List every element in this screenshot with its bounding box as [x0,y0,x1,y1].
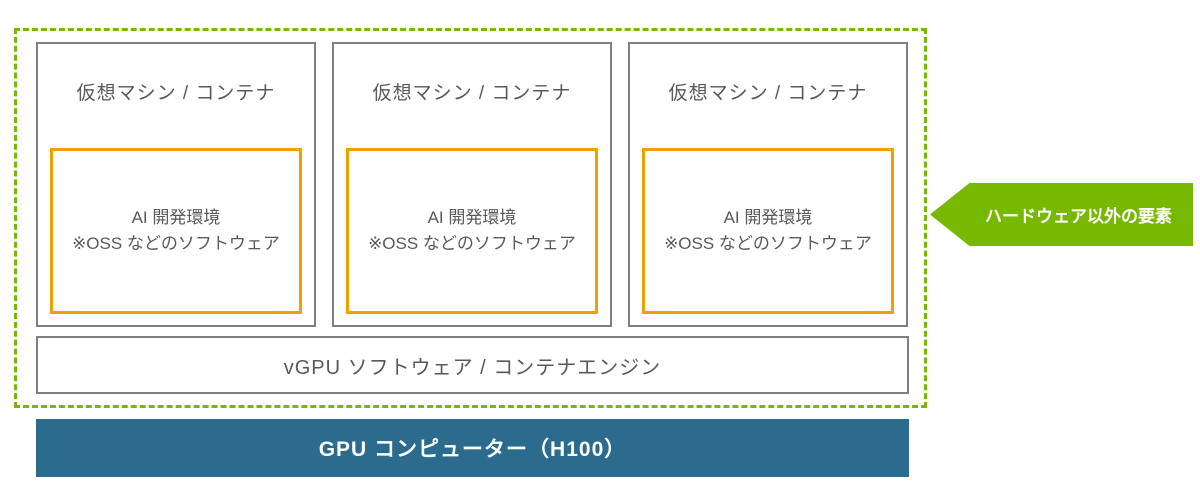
ai-dev-env-title: AI 開発環境 [427,208,517,227]
ai-dev-env-box-2: AI 開発環境 ※OSS などのソフトウェア [346,148,598,314]
vm-container-label: 仮想マシン / コンテナ [76,83,276,104]
ai-dev-env-box-3: AI 開発環境 ※OSS などのソフトウェア [642,148,894,314]
non-hardware-group-frame [14,28,927,408]
non-hardware-callout-arrow: ハードウェア以外の要素 [930,183,1193,246]
vm-container-label: 仮想マシン / コンテナ [668,83,868,104]
vgpu-layer-box: vGPU ソフトウェア / コンテナエンジン [36,336,909,394]
ai-dev-env-note: ※OSS などのソフトウェア [664,234,872,253]
gpu-computer-bar: GPU コンピューター（H100） [36,419,909,477]
vgpu-layer-label: vGPU ソフトウェア / コンテナエンジン [283,356,662,379]
gpu-computer-label: GPU コンピューター（H100） [318,438,627,461]
vm-container-box-3: 仮想マシン / コンテナ AI 開発環境 ※OSS などのソフトウェア [628,42,908,327]
ai-dev-env-note: ※OSS などのソフトウェア [72,234,280,253]
ai-dev-env-box-1: AI 開発環境 ※OSS などのソフトウェア [50,148,302,314]
ai-dev-env-title: AI 開発環境 [723,208,813,227]
vm-container-box-2: 仮想マシン / コンテナ AI 開発環境 ※OSS などのソフトウェア [332,42,612,327]
ai-dev-env-title: AI 開発環境 [131,208,221,227]
vm-container-label: 仮想マシン / コンテナ [372,83,572,104]
non-hardware-callout-label: ハードウェア以外の要素 [985,207,1172,226]
vm-container-box-1: 仮想マシン / コンテナ AI 開発環境 ※OSS などのソフトウェア [36,42,316,327]
ai-dev-env-note: ※OSS などのソフトウェア [368,234,576,253]
